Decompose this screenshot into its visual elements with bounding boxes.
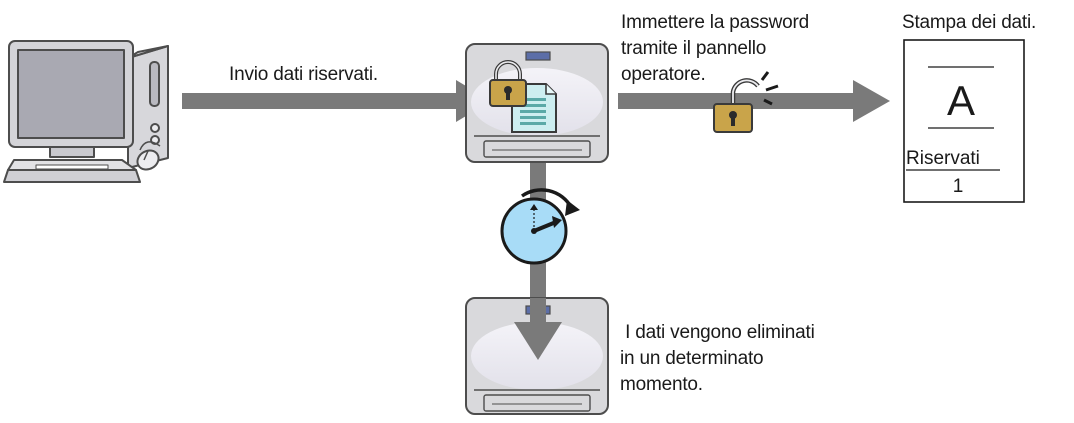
deleted-label-line1: I dati vengono eliminati — [620, 322, 815, 343]
padlock-open-icon — [713, 71, 779, 133]
padlock-closed-icon — [489, 60, 527, 107]
send-label: Invio dati riservati. — [229, 64, 378, 85]
password-label-line2: tramite il pannello — [621, 38, 767, 59]
password-label-line1: Immettere la password — [621, 12, 809, 33]
deleted-label-line3: momento. — [620, 374, 703, 395]
password-label-line3: operatore. — [621, 64, 706, 85]
printed-page-icon: A Riservati 1 — [903, 39, 1025, 203]
printed-page-caption: Riservati — [906, 148, 980, 169]
deleted-label-line2: in un determinato — [620, 348, 764, 369]
print-label: Stampa dei dati. — [902, 12, 1037, 33]
arrow-printer-to-page — [618, 80, 890, 122]
computer-icon — [3, 40, 169, 183]
arrow-printer-down-head — [514, 298, 562, 360]
printed-page-letter: A — [947, 77, 975, 124]
printed-page-number: 1 — [953, 176, 964, 197]
timer-icon — [500, 188, 580, 265]
